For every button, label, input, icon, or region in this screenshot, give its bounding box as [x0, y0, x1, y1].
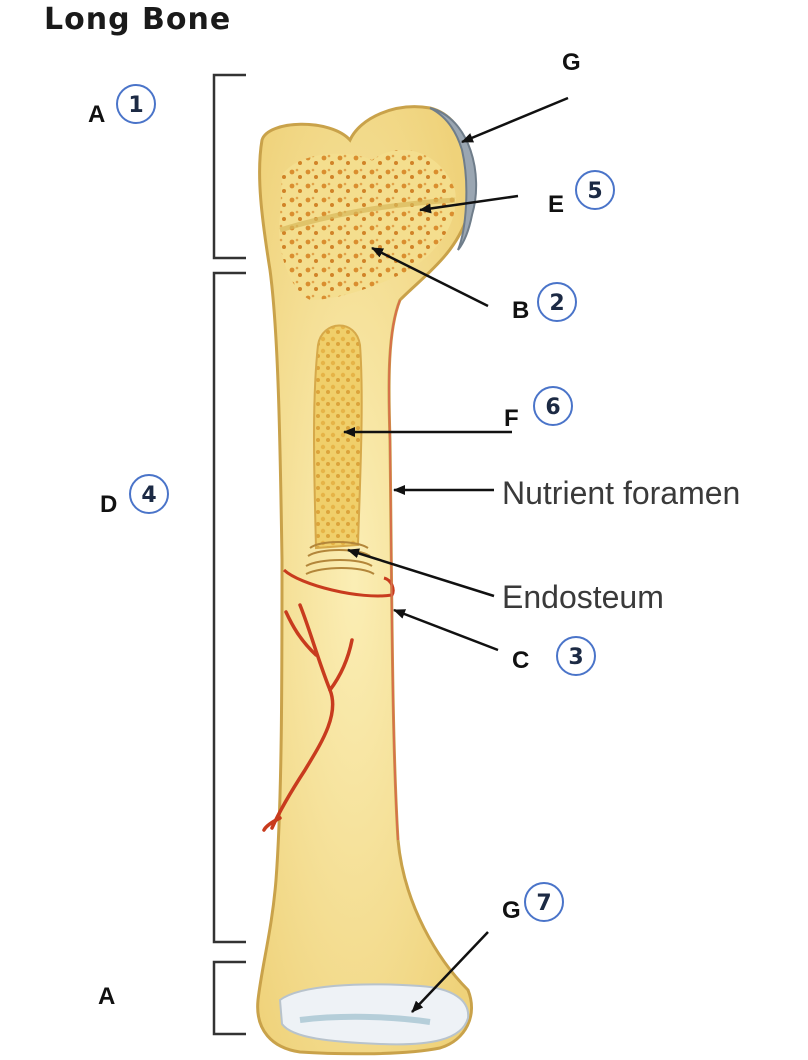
blood-vessels: [262, 603, 354, 832]
arrow-c: [393, 608, 499, 652]
badge-2: 2: [537, 282, 577, 322]
label-a-top-letter: A: [88, 101, 105, 128]
badge-3: 3: [556, 636, 596, 676]
nutrient-foramen-label: Nutrient foramen: [502, 475, 740, 511]
svg-text:5: 5: [587, 179, 602, 204]
badge-7: 7: [524, 882, 564, 922]
endosteum-label: Endosteum: [502, 579, 664, 615]
label-g-bottom-letter: G: [502, 897, 521, 924]
endosteum-rings: [305, 541, 375, 575]
bracket-distal-epiphysis: [212, 960, 246, 1036]
badge-1: 1: [116, 84, 156, 124]
arrow-g-bottom: [411, 931, 489, 1013]
arrow-endosteum: [347, 548, 495, 598]
periosteum: [388, 299, 401, 841]
arrow-b: [371, 246, 489, 308]
articular-cartilage-proximal: [429, 107, 478, 251]
label-c-letter: C: [512, 647, 529, 674]
bracket-proximal-epiphysis: [212, 73, 246, 260]
badge-6: 6: [533, 386, 573, 426]
bracket-diaphysis: [212, 271, 246, 944]
badge-4: 4: [129, 474, 169, 514]
arrow-g-top: [461, 96, 569, 144]
svg-text:2: 2: [549, 291, 564, 316]
arrows: [343, 96, 569, 1013]
svg-text:4: 4: [141, 483, 156, 508]
label-d-letter: D: [100, 491, 117, 518]
arrow-e: [419, 194, 519, 214]
svg-text:6: 6: [545, 395, 560, 420]
label-f-letter: F: [504, 405, 519, 432]
spongy-bone: [279, 150, 456, 300]
svg-text:1: 1: [128, 93, 143, 118]
label-g-top-letter: G: [562, 49, 581, 76]
label-e-letter: E: [548, 191, 564, 218]
label-a-bottom-letter: A: [98, 983, 115, 1010]
label-b-letter: B: [512, 297, 529, 324]
medullary-cavity: [313, 324, 363, 550]
svg-text:7: 7: [536, 891, 551, 916]
articular-cartilage-distal-shade: [299, 1013, 431, 1025]
epiphyseal-line: [279, 197, 456, 233]
badge-5: 5: [575, 170, 615, 210]
page-title: Long Bone: [44, 2, 232, 37]
svg-text:3: 3: [568, 645, 583, 670]
